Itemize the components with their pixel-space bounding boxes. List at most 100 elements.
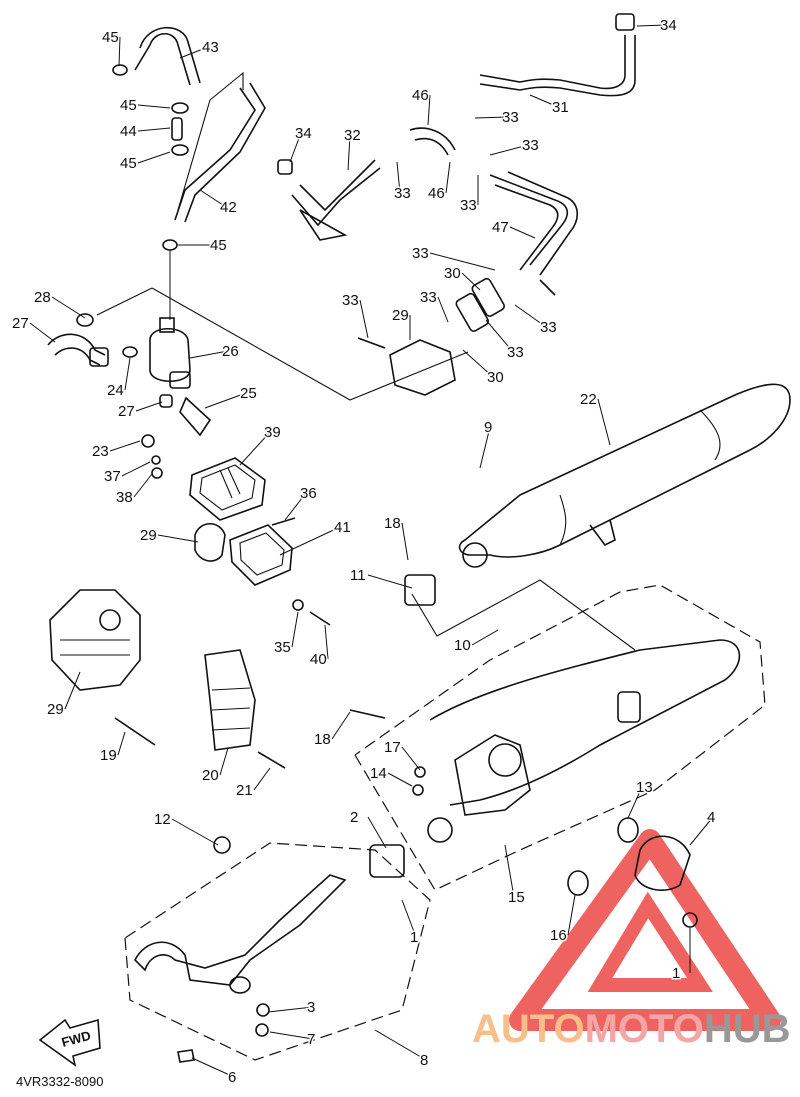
callout-label: 39 [264, 424, 281, 441]
callout-label: 8 [420, 1052, 428, 1069]
diagram-code: 4VR3332-8090 [16, 1074, 103, 1089]
callout-label: 1 [410, 929, 418, 946]
muffler-9 [404, 383, 791, 606]
leader-line [289, 132, 302, 163]
leader-line [191, 1057, 235, 1078]
leader-line [401, 746, 421, 771]
leader-line [567, 894, 576, 936]
fwd-arrow-icon: FWD [38, 1018, 101, 1067]
leader-line [284, 492, 307, 521]
leader-line [401, 522, 409, 561]
leader-line [137, 151, 171, 164]
callout-label: 45 [210, 237, 227, 254]
watermark-auto: AUTO [472, 1007, 585, 1051]
leader-line [474, 116, 509, 119]
leader-line [462, 349, 494, 378]
hose-43 [134, 26, 201, 86]
callout-label: 45 [120, 155, 137, 172]
leader-line [239, 431, 271, 466]
callout-label: 24 [107, 382, 124, 399]
callout-label: 4 [707, 809, 715, 826]
hose-46 [409, 127, 456, 156]
leader-line [529, 94, 559, 108]
callout-label: 36 [300, 485, 317, 502]
leader-line [179, 46, 209, 59]
leader-line [387, 772, 413, 787]
callout-label: 29 [140, 527, 157, 544]
watermark-moto: MOTO [585, 1007, 704, 1051]
leader-line [171, 818, 219, 846]
callout-label: 29 [392, 307, 409, 324]
leader-line [359, 299, 369, 339]
callout-label: 3 [307, 999, 315, 1016]
callout-label: 33 [507, 344, 524, 361]
leader-line [396, 161, 401, 194]
reed-valve-28 [389, 277, 505, 396]
callout-label: 33 [412, 245, 429, 262]
callout-label: 32 [344, 127, 361, 144]
callout-label: 46 [412, 87, 429, 104]
leader-line [137, 127, 171, 132]
plate-35 [194, 522, 293, 586]
leader-line [479, 426, 491, 469]
cylinder-head-19 [49, 589, 141, 691]
small-parts-44-45 [112, 64, 189, 320]
leader-line [269, 1031, 314, 1040]
pipe-31 [479, 13, 636, 97]
leader-line [485, 319, 514, 353]
callout-label: 17 [384, 739, 401, 756]
callout-label: 10 [454, 637, 471, 654]
callout-label: 45 [120, 97, 137, 114]
callout-label: 38 [116, 489, 133, 506]
watermark-text: AUTOMOTOHUB [472, 1007, 791, 1051]
leader-line [437, 296, 449, 323]
callout-label: 23 [92, 443, 109, 460]
callout-label: 9 [484, 419, 492, 436]
callout-label: 37 [104, 468, 121, 485]
callout-label: 11 [350, 567, 366, 584]
leader-line [689, 816, 714, 846]
leader-line [267, 1006, 314, 1013]
callout-label: 30 [444, 265, 461, 282]
callout-label: 46 [428, 185, 445, 202]
callout-label: 44 [120, 123, 137, 140]
callout-label: 1 [672, 965, 680, 982]
callout-label: 35 [274, 639, 291, 656]
leader-line [124, 357, 131, 391]
leader-line [189, 350, 229, 359]
leader-line [137, 104, 171, 109]
leader-line [367, 574, 413, 589]
leader-line [374, 1029, 427, 1061]
leader-line [504, 844, 515, 898]
callout-label: 18 [314, 731, 331, 748]
callout-label: 26 [222, 343, 239, 360]
leader-line [461, 272, 481, 291]
leader-line [118, 36, 121, 67]
fwd-label: FWD [60, 1028, 92, 1050]
callout-label: 40 [310, 651, 327, 668]
leader-line [157, 534, 199, 543]
leader-line [636, 24, 667, 27]
callout-label: 18 [384, 515, 401, 532]
callout-label: 41 [334, 519, 351, 536]
pipe-42 [174, 71, 266, 223]
leader-line [64, 671, 81, 710]
callout-label: 33 [394, 185, 411, 202]
leader-line [489, 144, 529, 156]
leader-line [509, 226, 536, 239]
callout-label: 21 [236, 782, 253, 799]
callout-label: 14 [370, 765, 387, 782]
leader-line [51, 296, 86, 319]
leader-line [347, 134, 351, 171]
leader-line [117, 731, 126, 756]
leader-line [445, 161, 451, 194]
callout-label: 22 [580, 391, 597, 408]
leader-line [324, 624, 329, 660]
callout-label: 15 [508, 889, 525, 906]
watermark-hub: HUB [704, 1007, 791, 1051]
callout-label: 7 [307, 1031, 315, 1048]
callout-label: 20 [202, 767, 219, 784]
callout-label: 45 [102, 29, 119, 46]
callout-label: 43 [202, 39, 219, 56]
